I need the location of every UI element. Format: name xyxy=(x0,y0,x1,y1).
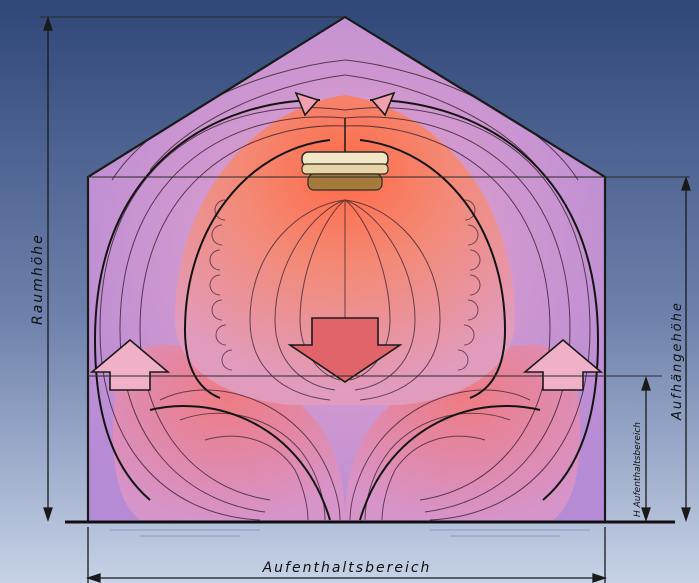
aufhaengehoehe-label: Aufhängehöhe xyxy=(670,301,685,421)
raumhoehe-label: Raumhöhe xyxy=(30,233,46,325)
h-aufenthaltsbereich-label: H Aufenthaltsbereich xyxy=(633,422,643,517)
aufenthaltsbereich-label: Aufenthaltsbereich xyxy=(262,560,432,576)
